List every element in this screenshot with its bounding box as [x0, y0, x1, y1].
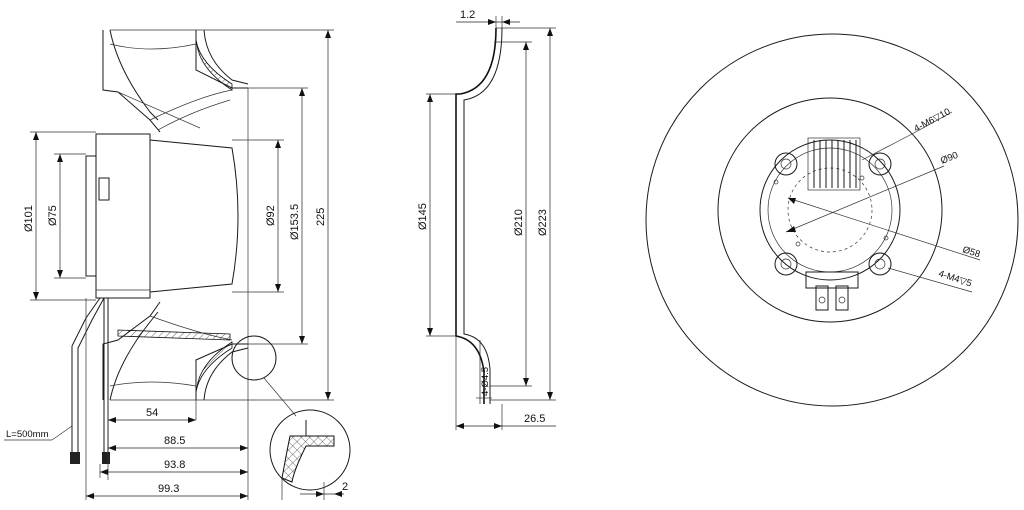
cables: [70, 297, 110, 464]
cooling-fins: [807, 137, 861, 191]
dim-d75-label: Ø75: [47, 205, 59, 226]
dim-d145-label: Ø145: [417, 203, 429, 230]
dim-d58-label: Ø58: [961, 244, 981, 260]
dim-225-label: 225: [315, 208, 327, 226]
dim-1-2-label: 1.2: [460, 9, 475, 21]
dim-d223: Ø223: [537, 28, 553, 400]
impeller-bottom: [102, 301, 249, 401]
dim-hole-label: 4-Ø4.5: [480, 367, 491, 396]
dim-26-5: 26.5: [456, 413, 556, 429]
dim-99: 99.3: [86, 483, 248, 499]
mount-boss-br: [868, 252, 892, 276]
cable-callout: L=500mm: [4, 425, 73, 441]
leader-m4: 4-M4▽5: [887, 267, 973, 293]
leader-m6: 4-M6▽10: [861, 106, 952, 161]
dim-1-2: 1.2: [456, 9, 520, 28]
dim-hole: 4-Ø4.5: [476, 340, 492, 404]
dim-d223-label: Ø223: [537, 209, 549, 236]
cable-length-label: L=500mm: [6, 429, 49, 440]
dim-93-label: 93.8: [164, 459, 185, 471]
cable-gland: [805, 271, 859, 311]
dim-88: 88.5: [108, 435, 248, 451]
dim-54-label: 54: [146, 407, 158, 419]
dim-99-label: 99.3: [158, 483, 179, 495]
mount-boss-tl: [774, 152, 798, 176]
section-view: 1.2 Ø145 Ø210 Ø223 4-Ø4.5: [417, 9, 556, 430]
mount-boss-tr: [868, 152, 892, 176]
leader-d90: Ø90: [785, 150, 960, 233]
dim-d145: Ø145: [417, 94, 433, 336]
dim-d210-label: Ø210: [513, 209, 525, 236]
dim-d153: Ø153.5: [248, 87, 308, 345]
dim-d210: Ø210: [513, 42, 529, 386]
motor-body: [85, 133, 239, 299]
dim-d92: Ø92: [232, 139, 284, 293]
detail-dim-label: 2: [342, 481, 348, 493]
impeller-top: [102, 29, 249, 133]
dim-d90-label: Ø90: [939, 150, 960, 167]
leader-d58: Ø58: [787, 197, 982, 260]
dim-m4-label: 4-M4▽5: [937, 268, 973, 289]
dim-54: 54: [108, 407, 196, 423]
dim-d101: Ø101: [23, 131, 96, 301]
dim-d92-label: Ø92: [265, 205, 277, 226]
dim-26-5-label: 26.5: [524, 413, 545, 425]
dim-225: 225: [196, 29, 334, 401]
dim-d101-label: Ø101: [23, 205, 35, 232]
dim-d75: Ø75: [47, 153, 86, 279]
dim-88-label: 88.5: [164, 435, 185, 447]
front-view: 4-M6▽10 Ø90 Ø58 4-M4▽5: [645, 33, 1019, 407]
dim-m6-label: 4-M6▽10: [912, 106, 952, 134]
side-view: Ø101 Ø75 Ø92 Ø153.5: [4, 29, 351, 500]
dim-d153-label: Ø153.5: [289, 204, 301, 240]
detail-callout: 2: [231, 335, 351, 500]
mount-boss-bl: [774, 252, 798, 276]
dim-93: 93.8: [99, 459, 248, 478]
